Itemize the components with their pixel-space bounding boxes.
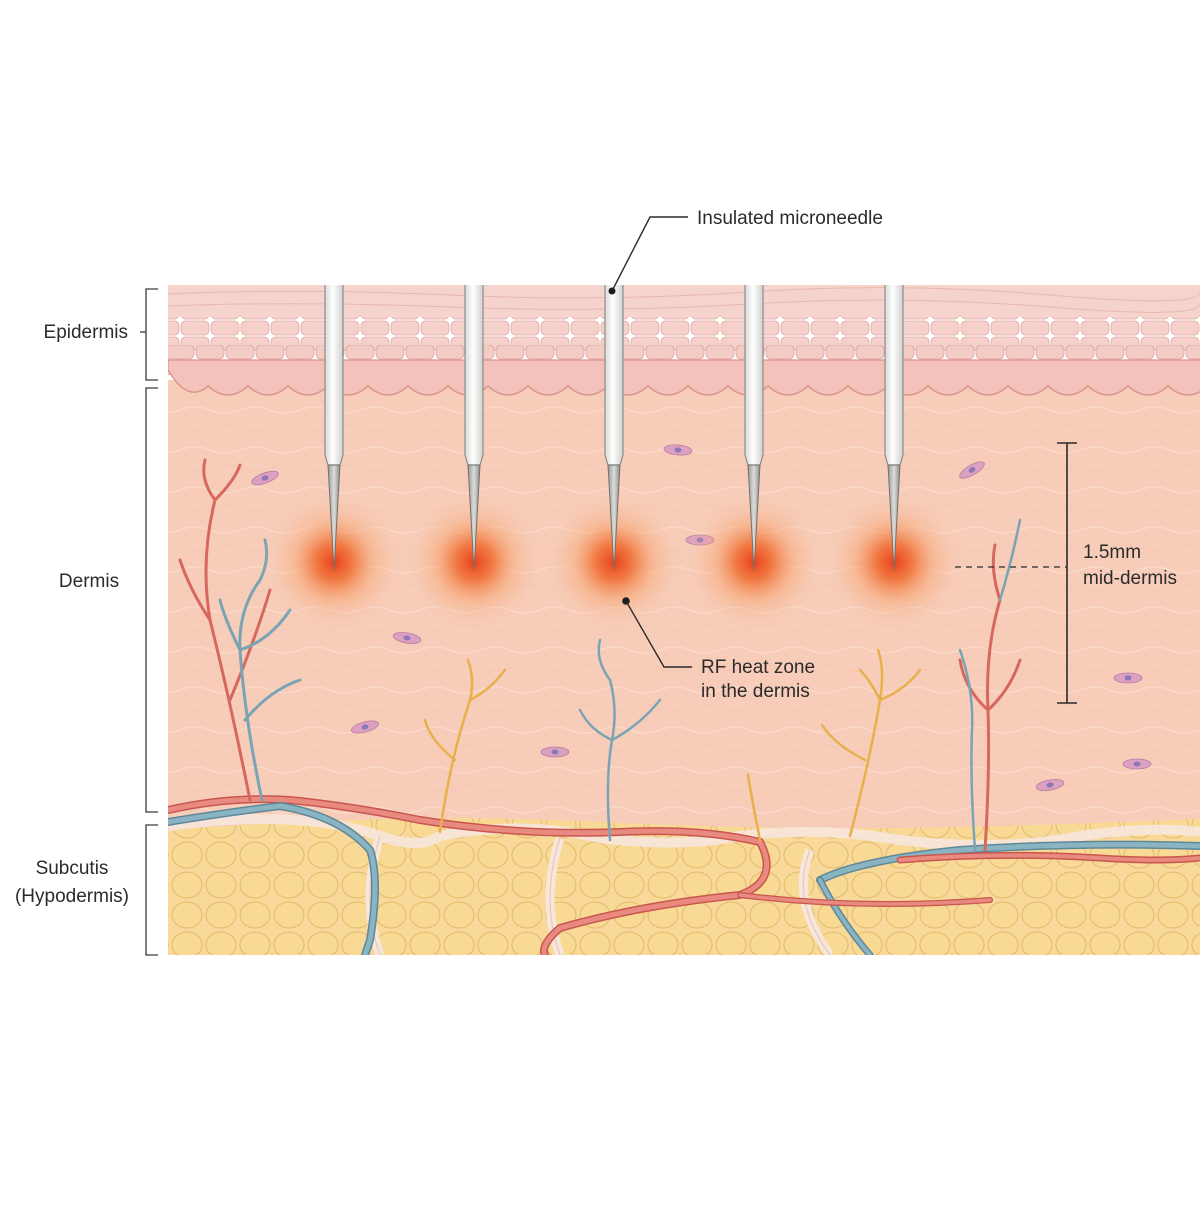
heat-leader-line [625,600,692,668]
microneedle [324,285,344,571]
heat-callout-label-1: RF heat zone [701,657,815,678]
epidermis-layer [168,285,1200,396]
fibroblast-cell [959,461,985,479]
needle-callout-label: Insulated microneedle [697,208,883,229]
microneedle [744,285,764,571]
fibroblast-cell [1122,758,1152,770]
epidermis-label: Epidermis [44,322,128,343]
microneedle [464,285,484,571]
needle-callout: Insulated microneedle [608,208,883,295]
heat-callout: RF heat zone in the dermis [622,597,815,702]
dermis-label: Dermis [59,571,119,592]
layer-brackets [140,288,158,956]
subcutis-layer [168,813,1200,955]
subcutis-label: Subcutis [36,858,109,879]
hypodermis-label: (Hypodermis) [15,886,129,907]
epidermis-bracket [145,288,158,381]
subcutis-bracket [145,824,158,956]
depth-gauge-bar [1057,442,1077,704]
microneedle-array [324,285,904,571]
fibroblast-cell [1113,672,1143,684]
depth-label: 1.5mm [1083,542,1141,563]
fibroblast-cell [540,746,570,758]
needle-leader-line [611,216,688,292]
fibroblast-cell [392,632,422,644]
capillary-branches [178,458,1022,852]
needle-leader-dot [608,287,616,295]
tissue-block [168,285,1200,955]
fibroblast-cell [251,470,279,486]
fibroblast-cell [351,720,379,734]
microneedle [884,285,904,571]
depth-gauge: 1.5mm mid-dermis [955,442,1177,704]
fibroblast-cell [1035,779,1065,791]
microneedle [604,285,624,571]
heat-callout-label-2: in the dermis [701,681,810,702]
mid-dermis-label: mid-dermis [1083,568,1177,589]
fibroblast-cell [663,444,693,456]
dermis-bracket [145,387,158,813]
blood-vessels [168,795,1200,955]
